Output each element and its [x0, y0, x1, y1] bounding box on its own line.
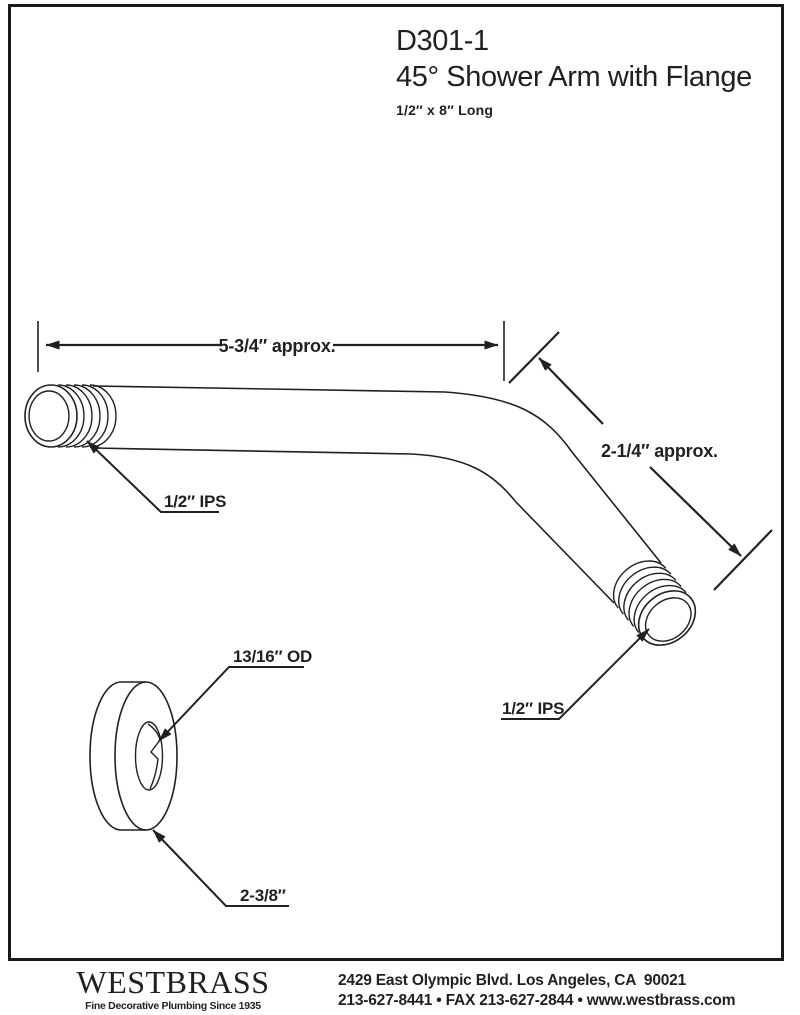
callout-flange-diameter: 2-3/8″: [152, 829, 289, 907]
title-block: D301-1 45° Shower Arm with Flange 1/2″ x…: [396, 25, 752, 118]
callout-flange-od: 13/16″ OD: [158, 647, 312, 742]
leader-line: [86, 440, 219, 513]
callout-outlet-thread: 1/2″ IPS: [501, 628, 650, 720]
outlet-thread-label: 1/2″ IPS: [502, 699, 564, 718]
extension-tick-lower: [713, 529, 773, 591]
dimension-diagonal: 2-1/4″ approx.: [508, 331, 773, 591]
pipe-top-edge: [92, 385, 662, 564]
brand-tagline: Fine Decorative Plumbing Since 1935: [85, 1000, 261, 1012]
flange-back-rim: [89, 681, 122, 831]
flange-diameter-label: 2-3/8″: [240, 886, 286, 905]
dimension-arrow-lower: [649, 466, 742, 557]
flange-od-label: 13/16″ OD: [233, 647, 312, 666]
pipe-bottom-edge: [92, 447, 615, 604]
company-address: 2429 East Olympic Blvd. Los Angeles, CA …: [338, 972, 687, 989]
page-border-frame: [8, 4, 784, 961]
brand-logo: WESTBRASS Fine Decorative Plumbing Since…: [64, 966, 282, 1012]
dimension-arrow-upper: [538, 357, 604, 425]
inlet-thread-label: 1/2″ IPS: [164, 492, 226, 511]
flange-hole-break-line: [147, 723, 161, 790]
flange-hole: [134, 721, 164, 791]
company-phone-web: 213-627-8441 • FAX 213-627-2844 • www.we…: [338, 991, 736, 1009]
model-number: D301-1: [396, 25, 489, 57]
callout-inlet-thread: 1/2″ IPS: [86, 440, 227, 513]
pipe-inlet-threads: [24, 384, 117, 448]
brand-name: WESTBRASS: [76, 964, 270, 1000]
horizontal-dimension-label: 5-3/4″ approx.: [219, 336, 336, 356]
dimension-horizontal: 5-3/4″ approx.: [37, 321, 505, 381]
diagonal-dimension-label: 2-1/4″ approx.: [601, 441, 718, 461]
shower-arm-outline: [24, 384, 697, 646]
product-size: 1/2″ x 8″ Long: [396, 102, 494, 118]
leader-line: [501, 628, 650, 720]
leader-line: [152, 829, 289, 907]
product-name: 45° Shower Arm with Flange: [396, 61, 752, 93]
company-contact-block: 2429 East Olympic Blvd. Los Angeles, CA …: [338, 971, 735, 1011]
leader-line: [158, 666, 304, 742]
flange-outline: [89, 681, 178, 831]
pipe-outlet-threads: [612, 560, 697, 646]
extension-tick-upper: [508, 331, 560, 384]
flange-front-face: [114, 681, 178, 831]
